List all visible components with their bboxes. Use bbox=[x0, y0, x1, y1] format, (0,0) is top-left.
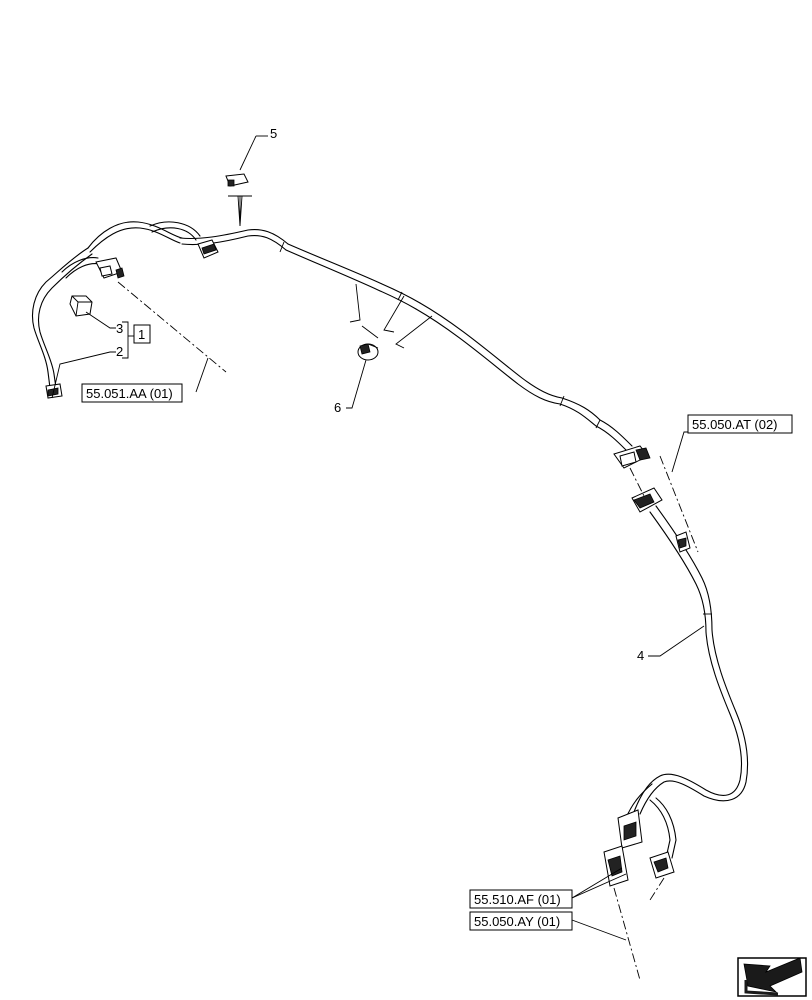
cable-tie-markers bbox=[228, 195, 433, 349]
leader-lines bbox=[51, 135, 705, 941]
svg-text:55.050.AT (02): 55.050.AT (02) bbox=[692, 417, 778, 432]
ref-55-051-AA[interactable]: 55.051.AA (01) bbox=[81, 383, 183, 403]
callout-4: 4 bbox=[637, 648, 644, 663]
svg-text:55.051.AA (01): 55.051.AA (01) bbox=[86, 386, 173, 401]
svg-text:55.050.AY (01): 55.050.AY (01) bbox=[474, 914, 560, 929]
ref-55-050-AY[interactable]: 55.050.AY (01) bbox=[469, 911, 573, 931]
callout-6: 6 bbox=[334, 400, 341, 415]
callout-2: 2 bbox=[116, 344, 123, 359]
bottom-connector-cluster bbox=[603, 809, 675, 887]
arrow-back-icon[interactable] bbox=[737, 957, 807, 997]
clip-part-5 bbox=[225, 173, 249, 187]
right-mating-connector bbox=[631, 487, 663, 513]
svg-text:55.510.AF (01): 55.510.AF (01) bbox=[474, 892, 561, 907]
alignment-lines bbox=[117, 281, 699, 981]
fastener-part-6 bbox=[357, 343, 379, 361]
ref-55-510-AF[interactable]: 55.510.AF (01) bbox=[469, 889, 573, 909]
callout-3: 3 bbox=[116, 321, 123, 336]
top-run-connector bbox=[197, 239, 219, 259]
main-harness bbox=[31, 221, 749, 859]
callout-5: 5 bbox=[270, 126, 277, 141]
relay-part bbox=[69, 295, 93, 317]
callout-1: 1 bbox=[138, 327, 145, 342]
relay-socket bbox=[95, 257, 125, 279]
inline-connector bbox=[675, 531, 691, 553]
ref-55-050-AT[interactable]: 55.050.AT (02) bbox=[687, 414, 793, 434]
callout-1-box bbox=[133, 324, 151, 344]
callout-bracket bbox=[122, 321, 134, 359]
right-upper-connector bbox=[613, 445, 651, 469]
